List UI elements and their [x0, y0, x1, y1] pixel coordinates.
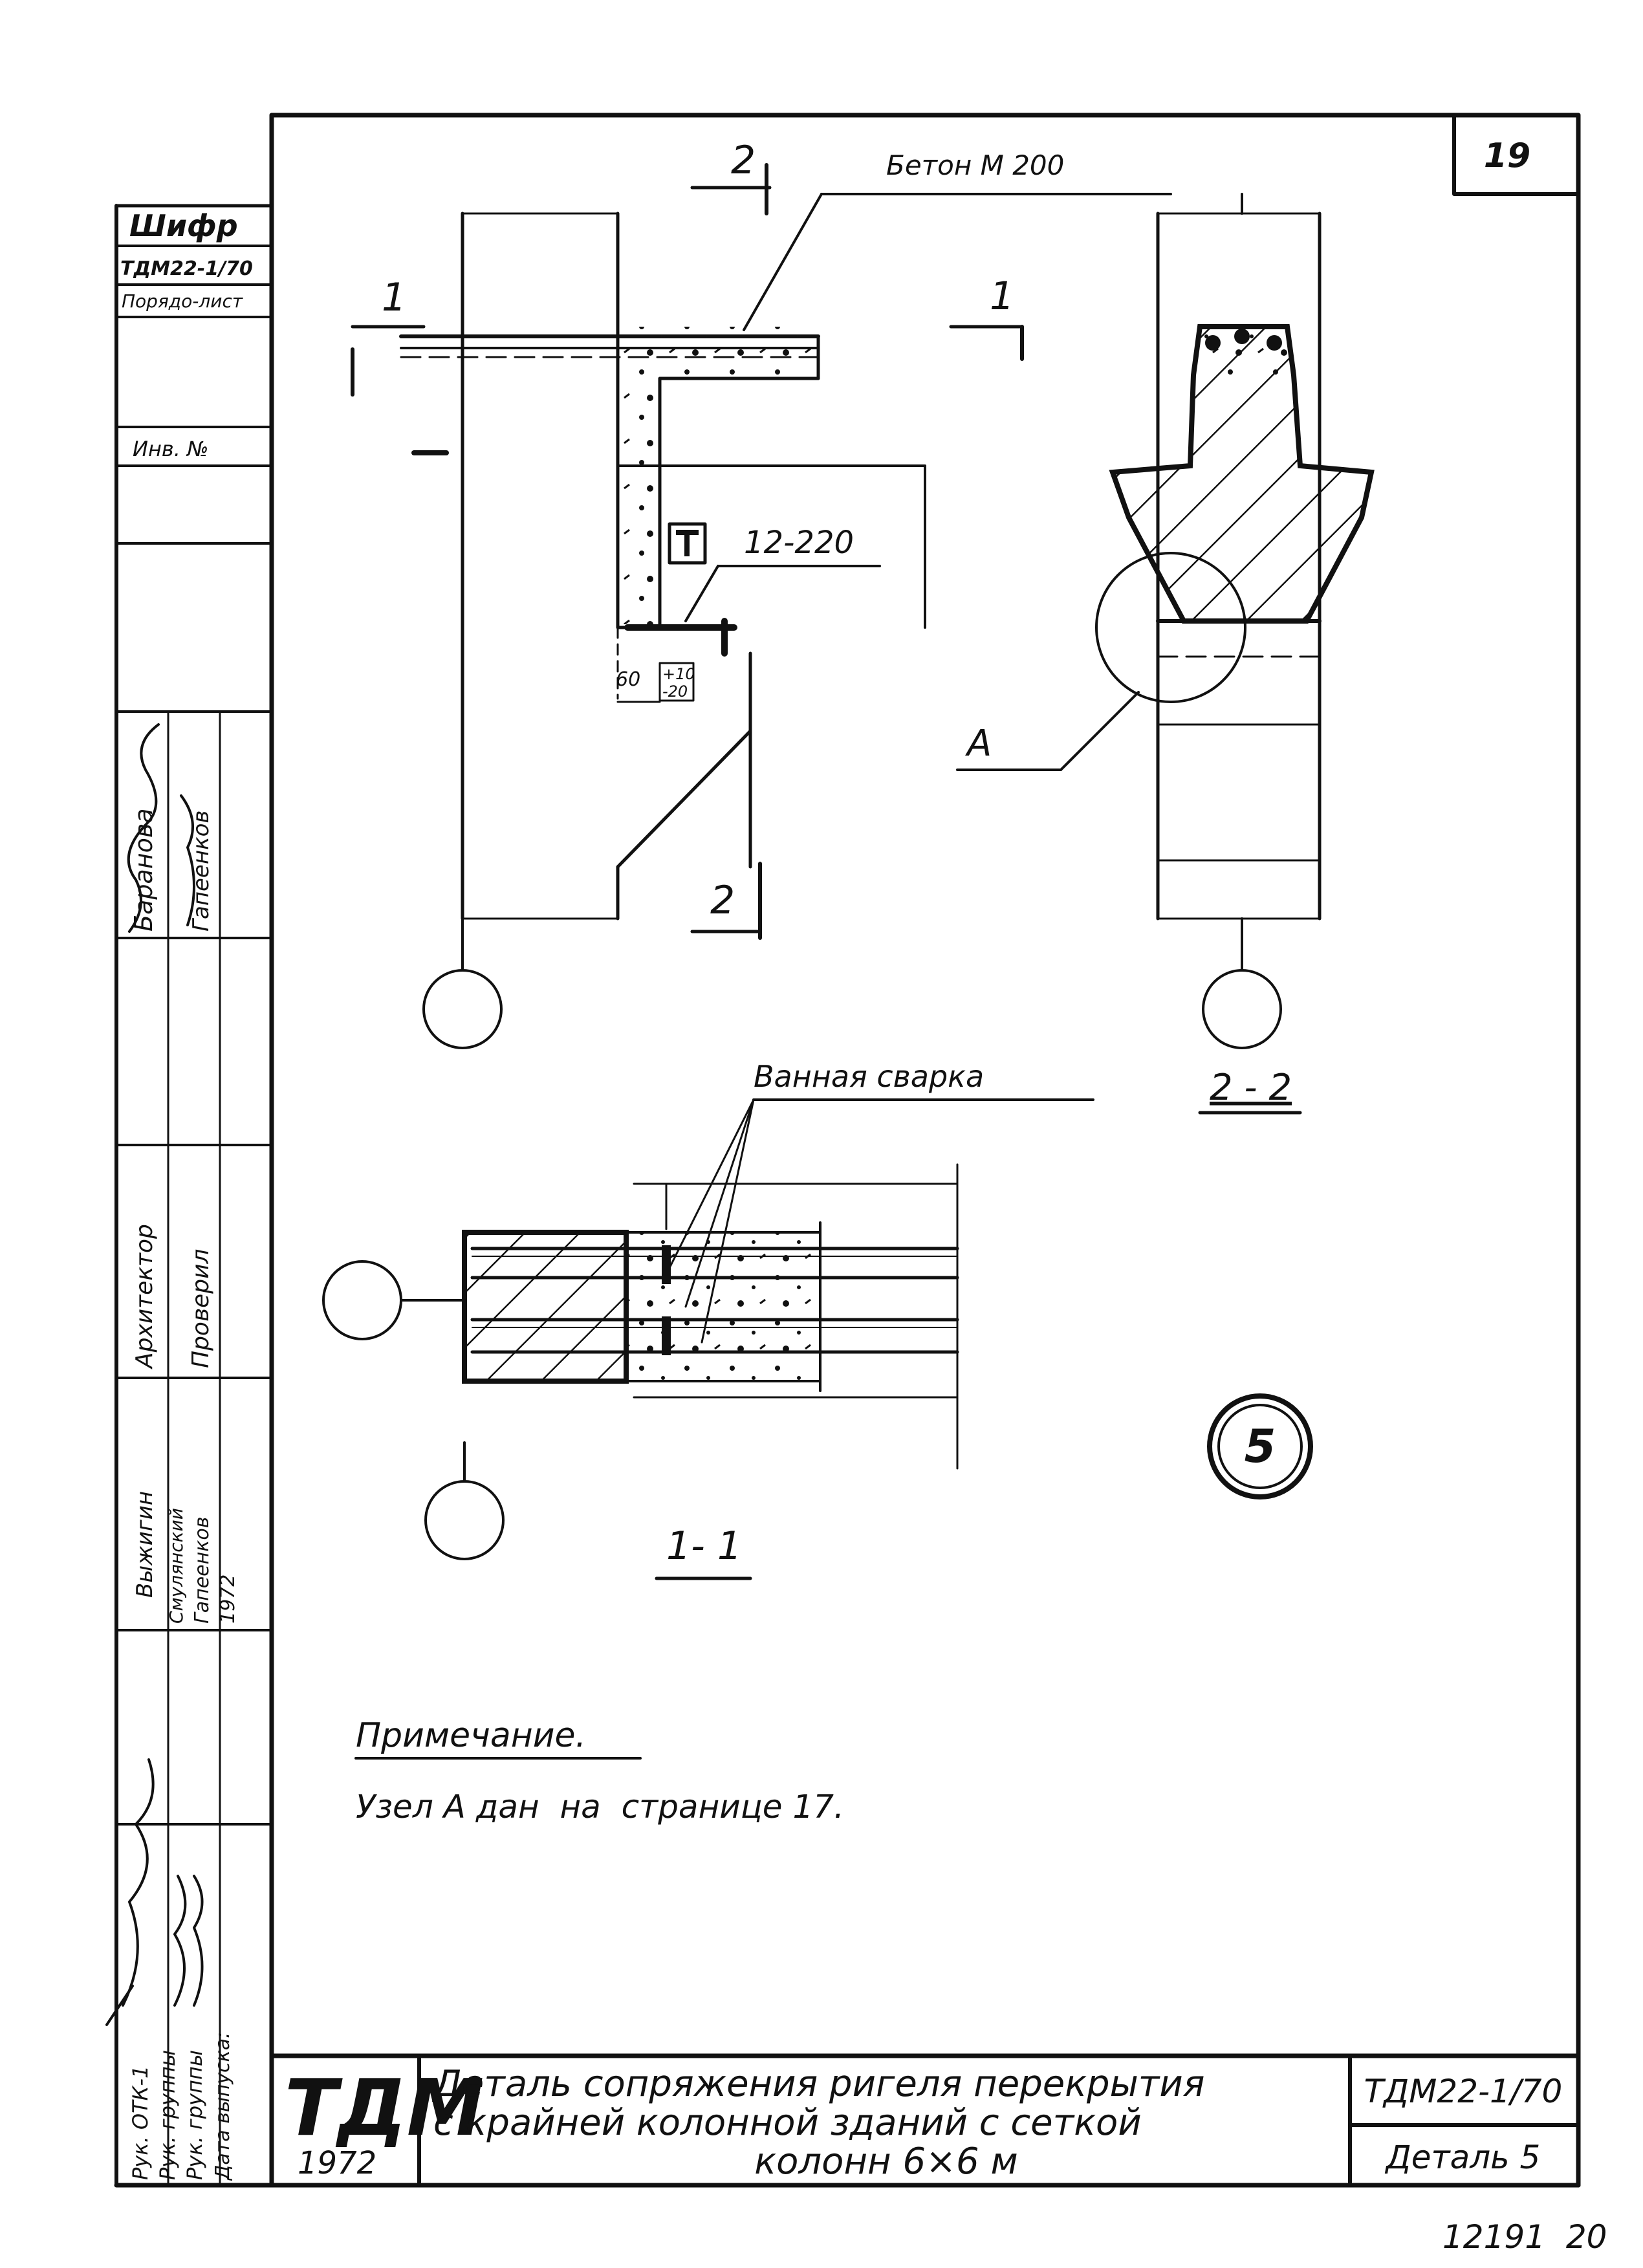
cipher-label: Шифр	[129, 208, 238, 243]
inv-label: Инв. №	[133, 437, 208, 461]
tol-plus: +10	[662, 665, 695, 683]
section-1-1-label: 1- 1	[666, 1523, 742, 1569]
stamp-role-1: Рук. ОТК-1	[128, 2066, 153, 2180]
stamp-name-6: Смулянский	[166, 1508, 187, 1624]
title-year: 1972	[298, 2145, 376, 2181]
elevation-view: 12-220 Бетон М 200 60 +10 -20 1 1 2 2	[351, 138, 1172, 1049]
cipher-value: ТДМ22-1/70	[120, 257, 253, 280]
title-line-2: с крайней колонной зданий с сеткой	[433, 2102, 1142, 2144]
title-logo: ТДМ	[285, 2064, 484, 2154]
cut-2-bottom: 2	[710, 878, 735, 923]
page-number-box: 19	[1452, 113, 1580, 196]
concrete-label: Бетон М 200	[886, 149, 1064, 181]
side-stamp: Шифр ТДМ22-1/70 Порядо-лист Инв. № Баран…	[105, 204, 274, 2187]
title-detail: Деталь 5	[1385, 2139, 1541, 2176]
bar-label: 12-220	[744, 525, 854, 561]
signature-5	[193, 1875, 204, 2007]
stamp-name-5: Выжигин	[132, 1491, 158, 1598]
title-line-1: Деталь сопряжения ригеля перекрытия	[431, 2063, 1205, 2105]
cut-1-left: 1	[382, 275, 406, 320]
axis-bubble-section-2	[1202, 969, 1282, 1049]
section-1-1-view: Ванная сварка 1- 1	[322, 1059, 1094, 1580]
note-block: Примечание. Узел А дан на странице 17.	[354, 1716, 844, 1826]
tol-minus: -20	[662, 682, 688, 701]
stamp-name-3: Архитектор	[131, 1224, 158, 1369]
note-heading: Примечание.	[356, 1716, 586, 1755]
detail-number-badge: 5	[1207, 1393, 1313, 1499]
signature-3	[105, 1758, 155, 2026]
axis-bubble-elevation	[422, 969, 503, 1049]
sheet-frame	[114, 113, 1581, 2188]
cut-2-top: 2	[731, 138, 756, 183]
section-2-2-view: А 2 - 2	[956, 193, 1375, 1115]
axis-bubble-plan-bottom	[424, 1480, 505, 1560]
stamp-name-4: Проверил	[188, 1248, 214, 1368]
sheet-label: Порядо-лист	[122, 290, 243, 312]
section-2-2-label: 2 - 2	[1210, 1067, 1292, 1109]
stamp-role-2: Рук. группы	[155, 2050, 180, 2180]
stamp-role-4: Дата выпуска:	[212, 2032, 234, 2181]
page-number: 19	[1484, 136, 1530, 175]
axis-bubble-plan-left	[322, 1260, 402, 1340]
bottom-note: 12191 20	[1442, 2218, 1607, 2256]
title-line-3: колонн 6×6 м	[754, 2141, 1017, 2183]
signature-4	[173, 1875, 187, 2007]
weld-label: Ванная сварка	[754, 1059, 984, 1094]
title-block: ТДМ 1972 Деталь сопряжения ригеля перекр…	[285, 2063, 1562, 2183]
node-a-circle	[1095, 552, 1246, 703]
detail-number: 5	[1245, 1420, 1276, 1473]
stamp-name-7: Гапеенков	[191, 1517, 213, 1624]
node-label: А	[965, 723, 992, 765]
stamp-role-3: Рук. группы	[182, 2050, 207, 2180]
cut-1-right: 1	[990, 274, 1014, 319]
title-code: ТДМ22-1/70	[1364, 2073, 1563, 2110]
stamp-name-8: 1972	[217, 1575, 239, 1624]
signature-1	[127, 723, 160, 933]
dim-60: 60	[616, 668, 640, 691]
note-text: Узел А дан на странице 17.	[356, 1788, 844, 1826]
signature-2	[180, 794, 195, 926]
